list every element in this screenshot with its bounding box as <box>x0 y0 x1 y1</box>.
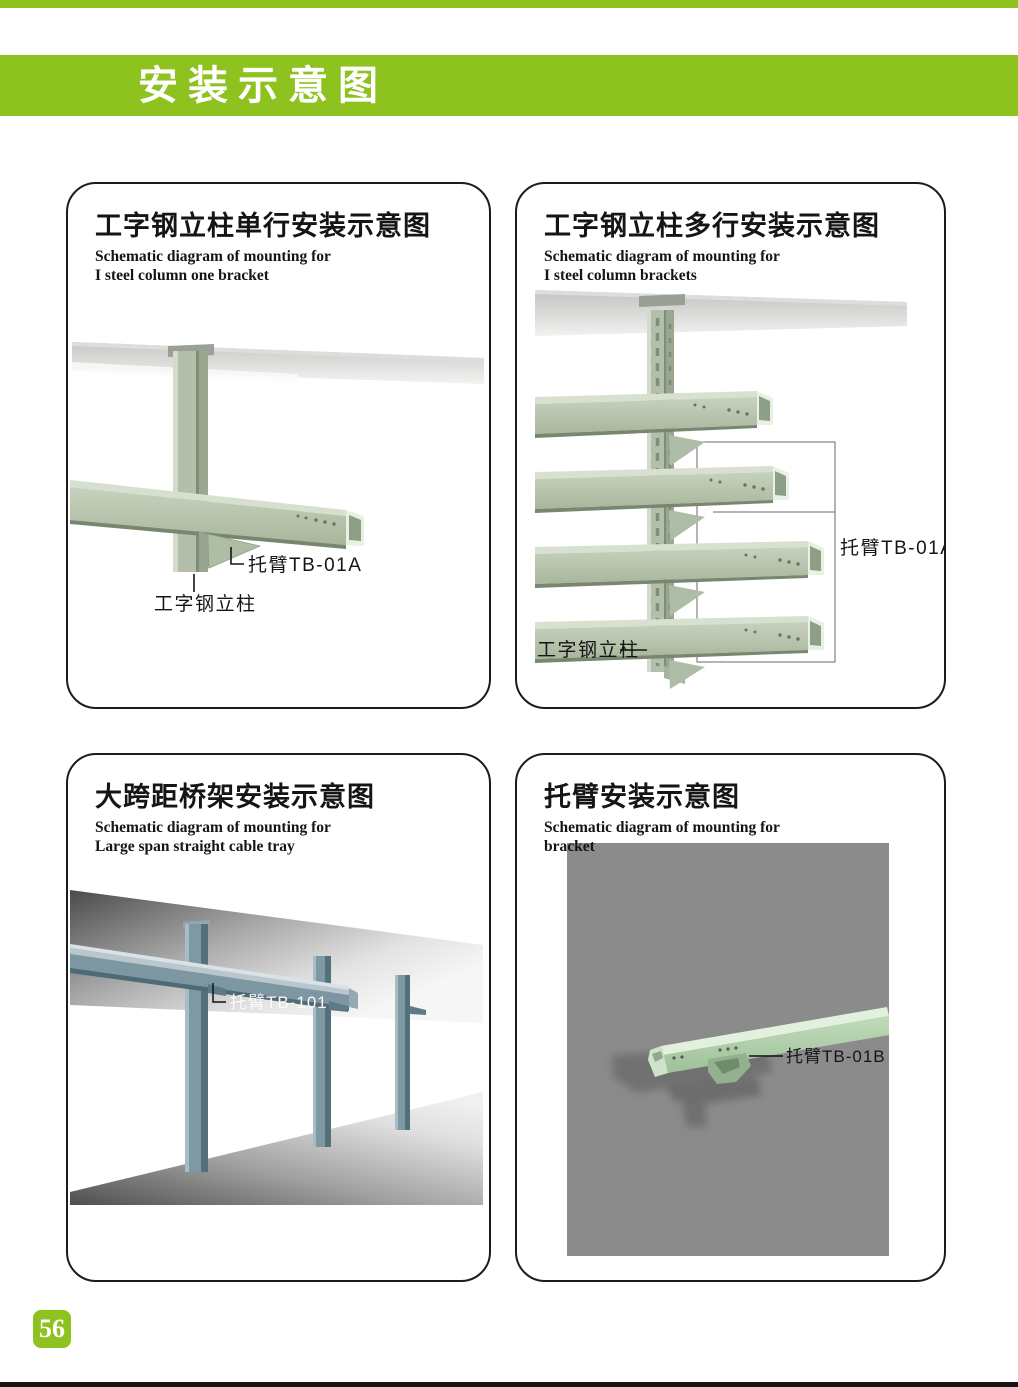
panel3-subtitle-en: Schematic diagram of mounting for Large … <box>95 818 375 856</box>
diagram-multi-row: 托臂TB-01A 工字钢立柱 <box>535 290 944 689</box>
label-bracket-tb101: 托臂TB-101 <box>230 993 328 1012</box>
bracket-on-column-2 <box>329 1001 348 1012</box>
leader-line-bracket <box>212 983 226 1003</box>
panel2-subtitle-line1: Schematic diagram of mounting for <box>544 248 780 265</box>
diagram-single-row: 托臂TB-01A 工字钢立柱 <box>70 342 484 615</box>
leader-line-bracket <box>230 547 244 565</box>
panel-single-row-mounting: 工字钢立柱单行安装示意图 Schematic diagram of mounti… <box>66 182 491 709</box>
ceiling-slab <box>535 290 907 336</box>
cable-tray-row2 <box>535 466 789 541</box>
cable-tray-row1 <box>535 391 773 466</box>
panel4-subtitle-en: Schematic diagram of mounting for bracke… <box>544 818 780 856</box>
label-bracket-tb01a: 托臂TB-01A <box>840 537 944 559</box>
top-green-strip <box>0 0 1018 8</box>
diagram-large-span: 托臂TB-101 <box>70 890 483 1205</box>
panel1-subtitle-line1: Schematic diagram of mounting for <box>95 248 331 265</box>
bracket-arm <box>648 1007 889 1084</box>
panel3-heading: 大跨距桥架安装示意图 Schematic diagram of mounting… <box>95 775 375 856</box>
steel-column-1 <box>183 920 210 1172</box>
panel3-title-zh: 大跨距桥架安装示意图 <box>95 782 375 812</box>
panel-multi-row-mounting: 工字钢立柱多行安装示意图 Schematic diagram of mounti… <box>515 182 946 709</box>
panel2-subtitle-en: Schematic diagram of mounting for I stee… <box>544 247 880 285</box>
diagram-bracket: 托臂TB-01B <box>567 843 889 1256</box>
bracket-on-column-3 <box>410 1006 426 1015</box>
page-number-badge: 56 <box>33 1310 71 1348</box>
cable-tray-row4 <box>535 616 824 689</box>
panel2-heading: 工字钢立柱多行安装示意图 Schematic diagram of mounti… <box>544 204 880 285</box>
floor-plane <box>70 1092 483 1205</box>
panel4-subtitle-line1: Schematic diagram of mounting for <box>544 819 780 836</box>
label-bracket-tb01a: 托臂TB-01A <box>248 554 362 576</box>
panel1-subtitle-line2: I steel column one bracket <box>95 267 269 284</box>
bracket-gusset <box>199 531 262 569</box>
panel1-heading: 工字钢立柱单行安装示意图 Schematic diagram of mounti… <box>95 204 431 285</box>
label-i-steel-column: 工字钢立柱 <box>154 593 257 615</box>
bottom-rule <box>0 1382 1018 1387</box>
panel3-subtitle-line2: Large span straight cable tray <box>95 838 295 855</box>
cable-tray-row3 <box>535 541 824 616</box>
label-i-steel-column: 工字钢立柱 <box>537 639 640 661</box>
panel-large-span-mounting: 大跨距桥架安装示意图 Schematic diagram of mounting… <box>66 753 491 1282</box>
steel-column-3 <box>395 975 410 1130</box>
ceiling-plane <box>70 890 483 1023</box>
panel1-subtitle-en: Schematic diagram of mounting for I stee… <box>95 247 431 285</box>
panel3-subtitle-line1: Schematic diagram of mounting for <box>95 819 331 836</box>
ceiling-slab <box>72 342 484 384</box>
panel4-heading: 托臂安装示意图 Schematic diagram of mounting fo… <box>544 775 780 856</box>
panel2-title-zh: 工字钢立柱多行安装示意图 <box>544 211 880 241</box>
panel1-title-zh: 工字钢立柱单行安装示意图 <box>95 211 431 241</box>
page-header-band: 安装示意图 <box>0 55 1018 116</box>
panel-bracket-mounting: 托臂安装示意图 Schematic diagram of mounting fo… <box>515 753 946 1282</box>
label-bracket-tb01b: 托臂TB-01B <box>786 1047 886 1066</box>
panel2-subtitle-line2: I steel column brackets <box>544 267 697 284</box>
panel4-subtitle-line2: bracket <box>544 838 595 855</box>
panel4-title-zh: 托臂安装示意图 <box>544 782 740 812</box>
page-title: 安装示意图 <box>138 64 388 108</box>
